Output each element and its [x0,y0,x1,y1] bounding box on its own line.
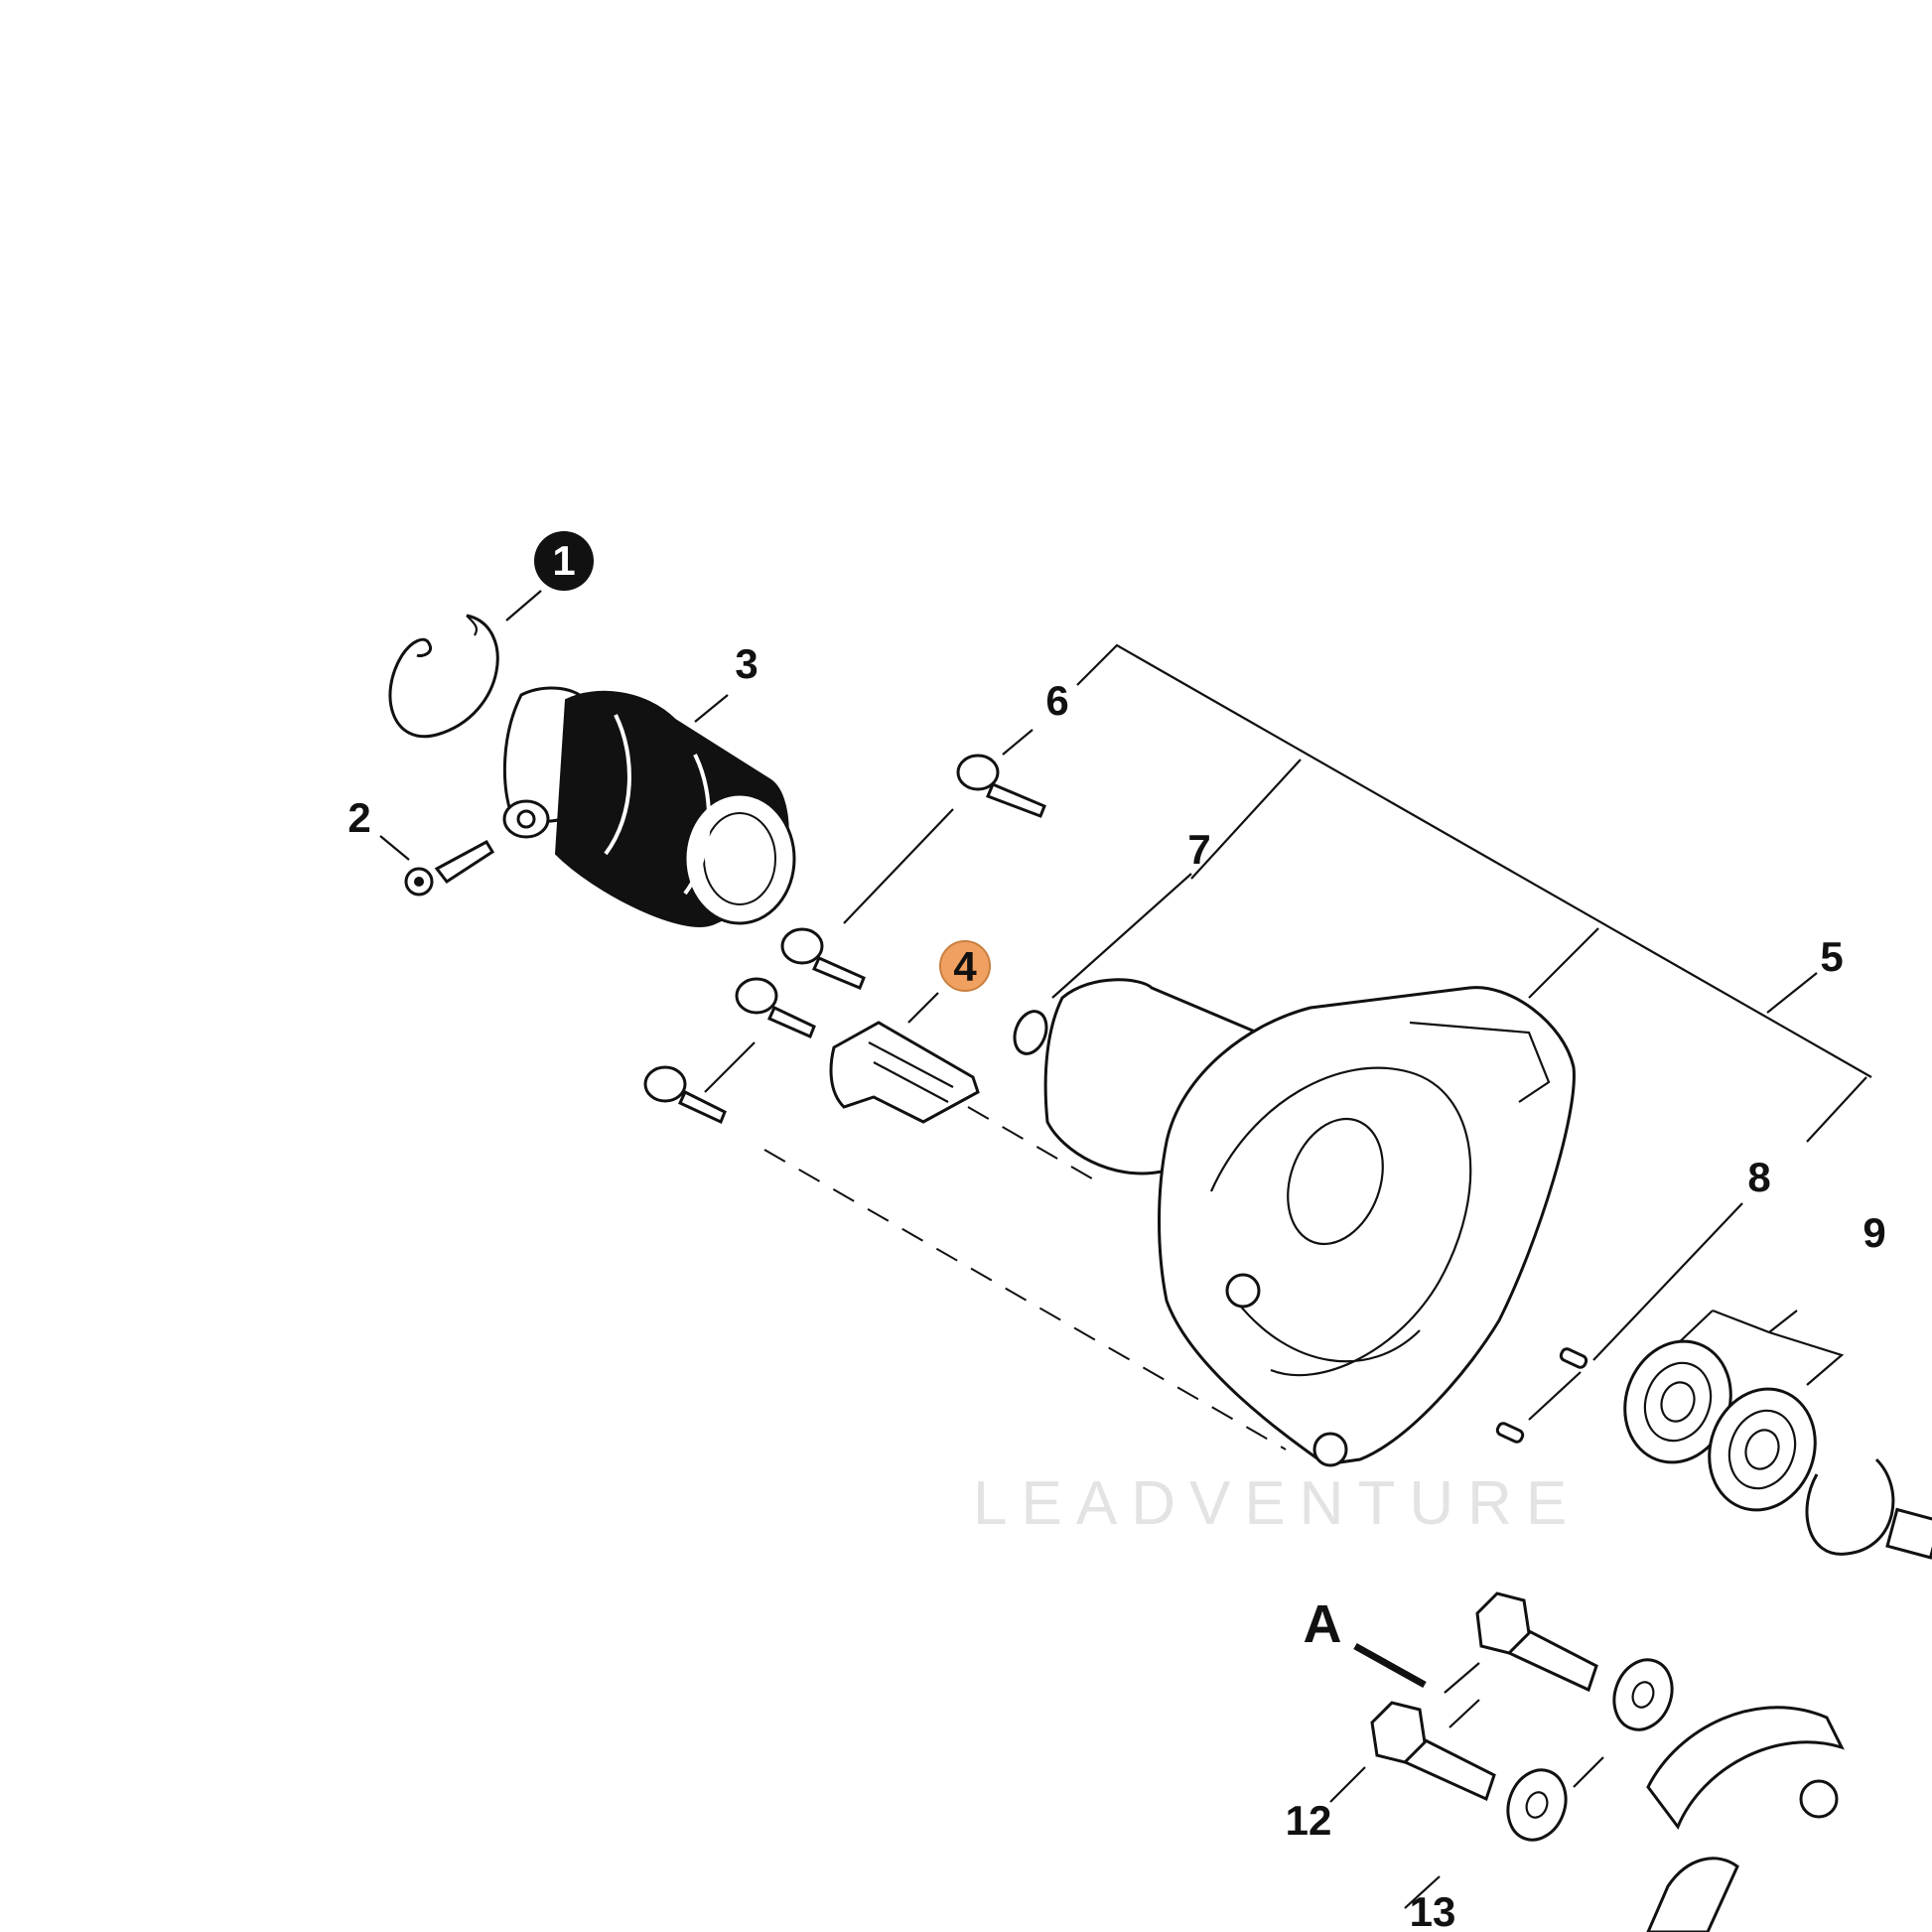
callout-3[interactable]: 3 [735,640,758,687]
svg-text:9: 9 [1863,1209,1885,1256]
screw-part-2[interactable] [404,839,495,897]
callout-1[interactable]: 1 [534,531,594,591]
circlip-part[interactable] [388,614,499,739]
svg-text:1: 1 [552,537,575,584]
callout-13[interactable]: 13 [1410,1888,1456,1932]
svg-text:7: 7 [1187,826,1210,873]
washer-part-upper[interactable] [1604,1652,1681,1738]
callout-9[interactable]: 9 [1863,1209,1885,1256]
bearing-part-9b[interactable] [1693,1374,1832,1525]
svg-text:6: 6 [1045,677,1068,724]
svg-text:4: 4 [953,943,977,990]
circlip-part-right[interactable] [1805,1457,1895,1556]
callout-2[interactable]: 2 [347,794,370,841]
assembly-lines [379,590,1872,1909]
svg-text:2: 2 [347,794,370,841]
small-ring-part[interactable] [1009,1007,1051,1058]
svg-text:A: A [1304,1594,1342,1654]
shaft-part[interactable] [1885,1507,1932,1560]
screw-part-6b[interactable] [780,927,866,990]
screw-part-6d[interactable] [643,1065,727,1125]
callout-4[interactable]: 4 [939,940,991,992]
watermark: LEADVENTURE [973,1469,1581,1538]
clip-holder-part[interactable] [829,1021,980,1124]
washer-part-lower[interactable] [1498,1762,1575,1849]
svg-text:5: 5 [1820,933,1843,980]
housing-part[interactable] [1043,978,1576,1467]
callout-1-badge [534,531,594,591]
pin-part-8a[interactable] [1559,1347,1588,1369]
callout-6[interactable]: 6 [1045,677,1068,724]
screw-part-6c[interactable] [735,977,816,1038]
bolt-part-lower[interactable] [1370,1701,1496,1802]
callout-4-highlight [939,940,991,992]
clutch-shoe-part[interactable] [1646,1706,1845,1932]
bolt-part-upper[interactable] [1475,1591,1598,1693]
svg-text:8: 8 [1747,1154,1770,1200]
callout-12[interactable]: 12 [1286,1797,1332,1844]
callout-7[interactable]: 7 [1187,826,1210,873]
svg-text:12: 12 [1286,1797,1332,1844]
callout-A[interactable]: A [1304,1594,1342,1654]
svg-text:3: 3 [735,640,758,687]
pin-part-8b[interactable] [1495,1422,1525,1444]
callout-8[interactable]: 8 [1747,1154,1770,1200]
sleeve-part[interactable] [502,686,796,927]
callout-5[interactable]: 5 [1820,933,1843,980]
svg-text:13: 13 [1410,1888,1456,1932]
screw-part-6a[interactable] [956,754,1046,818]
